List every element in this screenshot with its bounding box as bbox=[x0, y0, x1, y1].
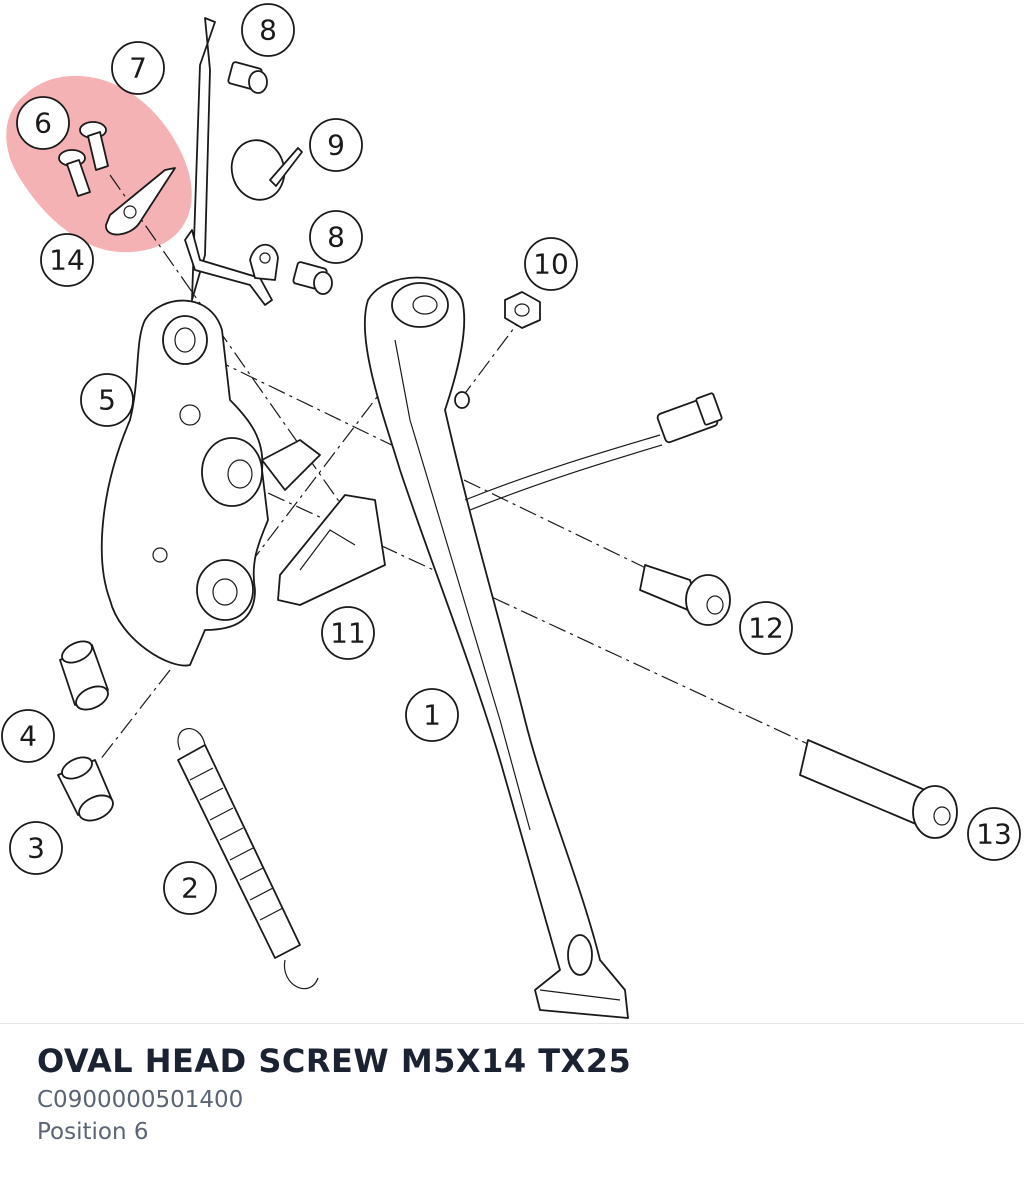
callout-7: 7 bbox=[111, 41, 165, 95]
svg-text:6: 6 bbox=[34, 107, 52, 140]
divider bbox=[0, 1023, 1024, 1024]
lock-nut-part-10[interactable] bbox=[504, 291, 541, 329]
callout-12: 12 bbox=[739, 601, 793, 655]
svg-text:8: 8 bbox=[327, 221, 345, 254]
flange-nut-part-8-upper[interactable] bbox=[227, 61, 268, 94]
exploded-parts-diagram: 1 2 3 4 5 6 7 8 8 9 10 11 12 13 14 bbox=[1, 3, 1021, 1019]
callout-11: 11 bbox=[321, 606, 375, 660]
svg-text:8: 8 bbox=[259, 14, 277, 47]
svg-text:9: 9 bbox=[327, 129, 345, 162]
svg-text:3: 3 bbox=[27, 832, 45, 865]
callout-3: 3 bbox=[9, 821, 63, 875]
part-position: Position 6 bbox=[37, 1119, 149, 1145]
callout-14: 14 bbox=[40, 233, 94, 287]
spring-part-2[interactable] bbox=[177, 728, 319, 990]
callout-8-upper: 8 bbox=[241, 3, 295, 57]
bracket-part-7[interactable] bbox=[184, 17, 279, 306]
svg-text:10: 10 bbox=[533, 248, 569, 281]
bushing-part-3[interactable] bbox=[57, 753, 117, 825]
callout-6: 6 bbox=[16, 96, 70, 150]
cable-tie-part-9[interactable] bbox=[225, 134, 303, 205]
cable-and-connector[interactable] bbox=[464, 392, 723, 511]
svg-text:1: 1 bbox=[423, 699, 441, 732]
callout-9: 9 bbox=[309, 118, 363, 172]
plate-part-14[interactable] bbox=[105, 167, 176, 236]
svg-text:2: 2 bbox=[181, 872, 199, 905]
part-number: C0900000501400 bbox=[37, 1087, 244, 1113]
sleeve-part-4[interactable] bbox=[59, 637, 112, 714]
svg-text:14: 14 bbox=[49, 244, 85, 277]
svg-text:5: 5 bbox=[98, 384, 116, 417]
callout-4: 4 bbox=[1, 709, 55, 763]
flange-nut-part-8-lower[interactable] bbox=[292, 261, 333, 295]
callout-10: 10 bbox=[524, 237, 578, 291]
svg-text:11: 11 bbox=[330, 617, 366, 650]
svg-text:13: 13 bbox=[976, 818, 1012, 851]
callout-8-lower: 8 bbox=[309, 210, 363, 264]
bolt-part-12[interactable] bbox=[639, 564, 731, 626]
svg-text:4: 4 bbox=[19, 720, 37, 753]
oval-head-screws-part-6[interactable] bbox=[58, 121, 109, 197]
rubber-block-part-11[interactable] bbox=[277, 494, 386, 606]
part-name: OVAL HEAD SCREW M5X14 TX25 bbox=[37, 1042, 632, 1080]
svg-text:7: 7 bbox=[129, 52, 147, 85]
callout-2: 2 bbox=[163, 861, 217, 915]
callout-13: 13 bbox=[967, 807, 1021, 861]
main-bracket-part-5[interactable] bbox=[100, 299, 321, 667]
svg-text:12: 12 bbox=[748, 612, 784, 645]
callout-5: 5 bbox=[80, 373, 134, 427]
callout-1: 1 bbox=[405, 688, 459, 742]
side-stand-part-1[interactable] bbox=[363, 276, 629, 1019]
bolt-part-13[interactable] bbox=[799, 739, 958, 839]
